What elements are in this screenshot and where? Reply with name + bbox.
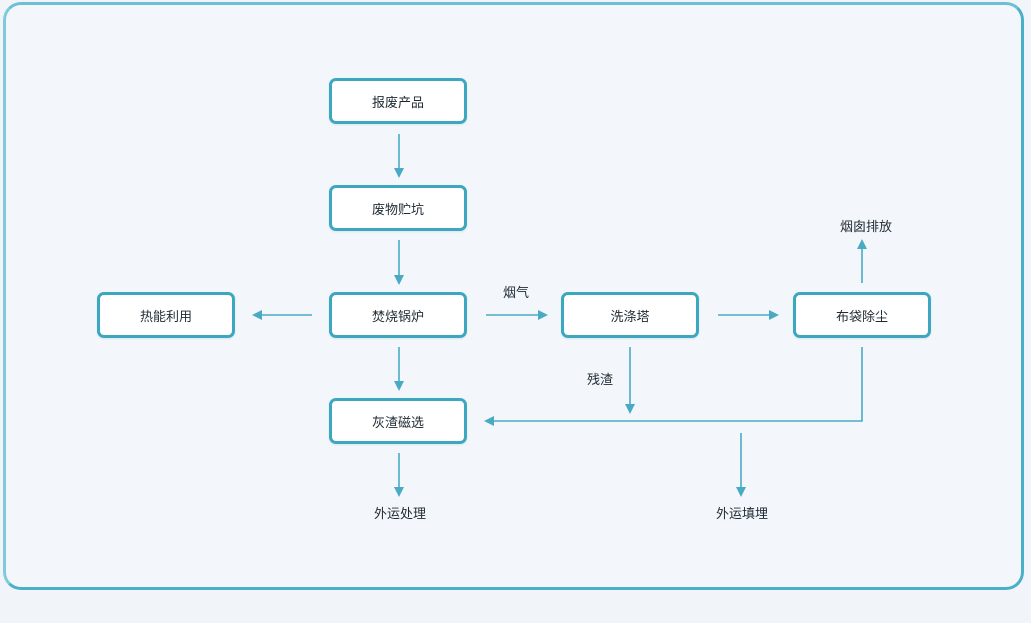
node-heat-use-label: 热能利用 — [139, 309, 192, 325]
node-washing-tower-label: 洗涤塔 — [610, 309, 650, 325]
label-external-landfill: 外运填埋 — [716, 507, 769, 522]
node-bag-filter: 布袋除尘 — [793, 292, 931, 338]
node-incinerator-label: 焚烧锅炉 — [371, 309, 424, 325]
node-ash-separation-label: 灰渣磁选 — [371, 415, 424, 431]
label-external-treatment: 外运处理 — [374, 507, 427, 522]
arrow-filter-return-to-ash — [484, 347, 863, 426]
node-incinerator: 焚烧锅炉 — [329, 292, 467, 338]
label-residue: 残渣 — [587, 373, 614, 388]
node-waste-product-label: 报废产品 — [371, 95, 424, 111]
node-heat-use: 热能利用 — [97, 292, 235, 338]
node-bag-filter-label: 布袋除尘 — [835, 309, 888, 325]
node-waste-product: 报废产品 — [329, 78, 467, 124]
node-ash-separation: 灰渣磁选 — [329, 398, 467, 444]
label-flue-gas: 烟气 — [503, 286, 530, 301]
node-waste-pit: 废物贮坑 — [329, 185, 467, 231]
node-washing-tower: 洗涤塔 — [561, 292, 699, 338]
node-waste-pit-label: 废物贮坑 — [371, 202, 424, 218]
label-chimney: 烟囱排放 — [840, 220, 893, 235]
